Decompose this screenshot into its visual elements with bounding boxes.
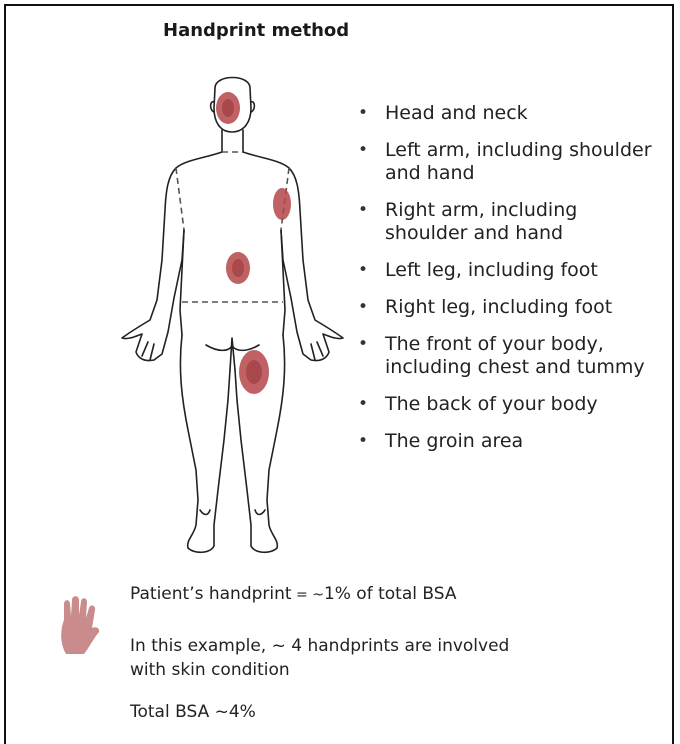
region-item: The front of your body, including chest … [355, 333, 665, 379]
handprint-equals: = ~ [292, 587, 324, 603]
body-region-list: Head and neck Left arm, including should… [355, 102, 665, 467]
example-tilde: ~ [272, 636, 286, 656]
total-bsa: Total BSA ~4% [130, 700, 256, 724]
handprint-legend: Patient’s handprint = ~1% of total BSA [130, 582, 456, 607]
region-item: Left leg, including foot [355, 259, 665, 282]
handprint-value: 1% of total BSA [324, 584, 457, 604]
handprint-label: Patient’s handprint [130, 584, 292, 604]
example-note: In this example, ~ 4 handprints are invo… [130, 634, 530, 682]
region-item: The groin area [355, 430, 665, 453]
region-item: Right leg, including foot [355, 296, 665, 319]
body-outline-figure [110, 70, 350, 570]
example-prefix: In this example, [130, 636, 272, 656]
diagram-title: Handprint method [163, 20, 349, 41]
region-item: Right arm, including shoulder and hand [355, 199, 665, 245]
handprint-icon [54, 594, 104, 656]
region-item: Left arm, including shoulder and hand [355, 139, 665, 185]
region-item: Head and neck [355, 102, 665, 125]
region-item: The back of your body [355, 393, 665, 416]
